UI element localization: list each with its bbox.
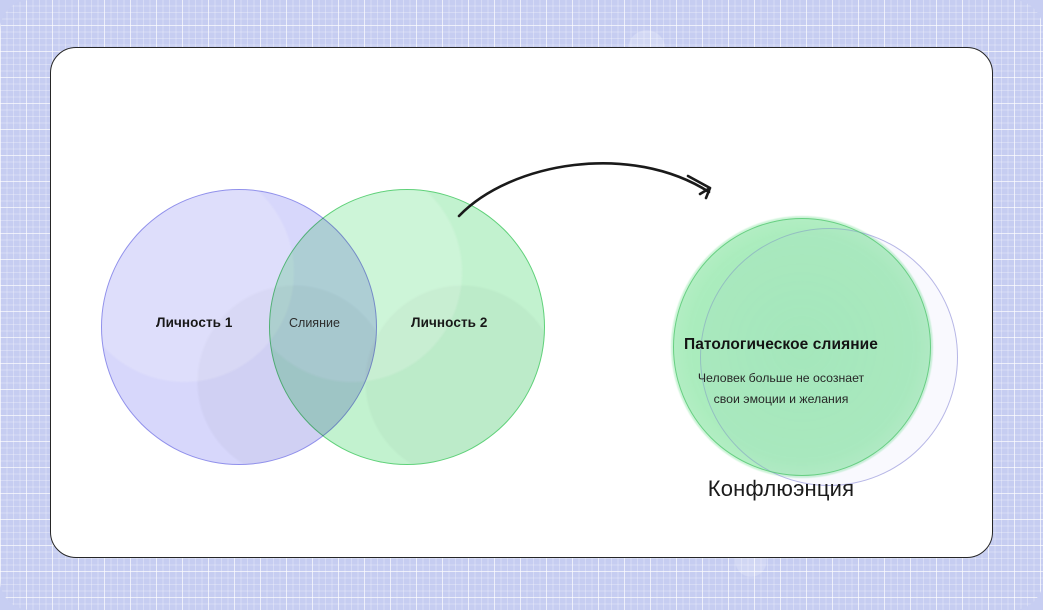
curved-arrow-icon: [457, 162, 712, 218]
venn-label-person1: Личность 1: [156, 315, 233, 330]
confluence-caption: Конфлюэнция: [707, 476, 855, 501]
venn-label-person2: Личность 2: [411, 315, 488, 330]
confluence-subtitle-line-1: Человек больше не осознает: [697, 371, 865, 385]
venn-label-overlap: Слияние: [289, 316, 340, 330]
confluence-title: Патологическое слияние: [683, 336, 879, 353]
confluence-subtitle-line-2: свои эмоции и желания: [713, 392, 849, 406]
confluence-circle-green: [673, 218, 931, 476]
diagram-card: Личность 1 Слияние Личность 2 Патологиче…: [50, 47, 993, 558]
confluence-text-block: Патологическое слияние Человек больше не…: [621, 336, 941, 410]
confluence-group: Патологическое слияние Человек больше не…: [621, 181, 958, 491]
